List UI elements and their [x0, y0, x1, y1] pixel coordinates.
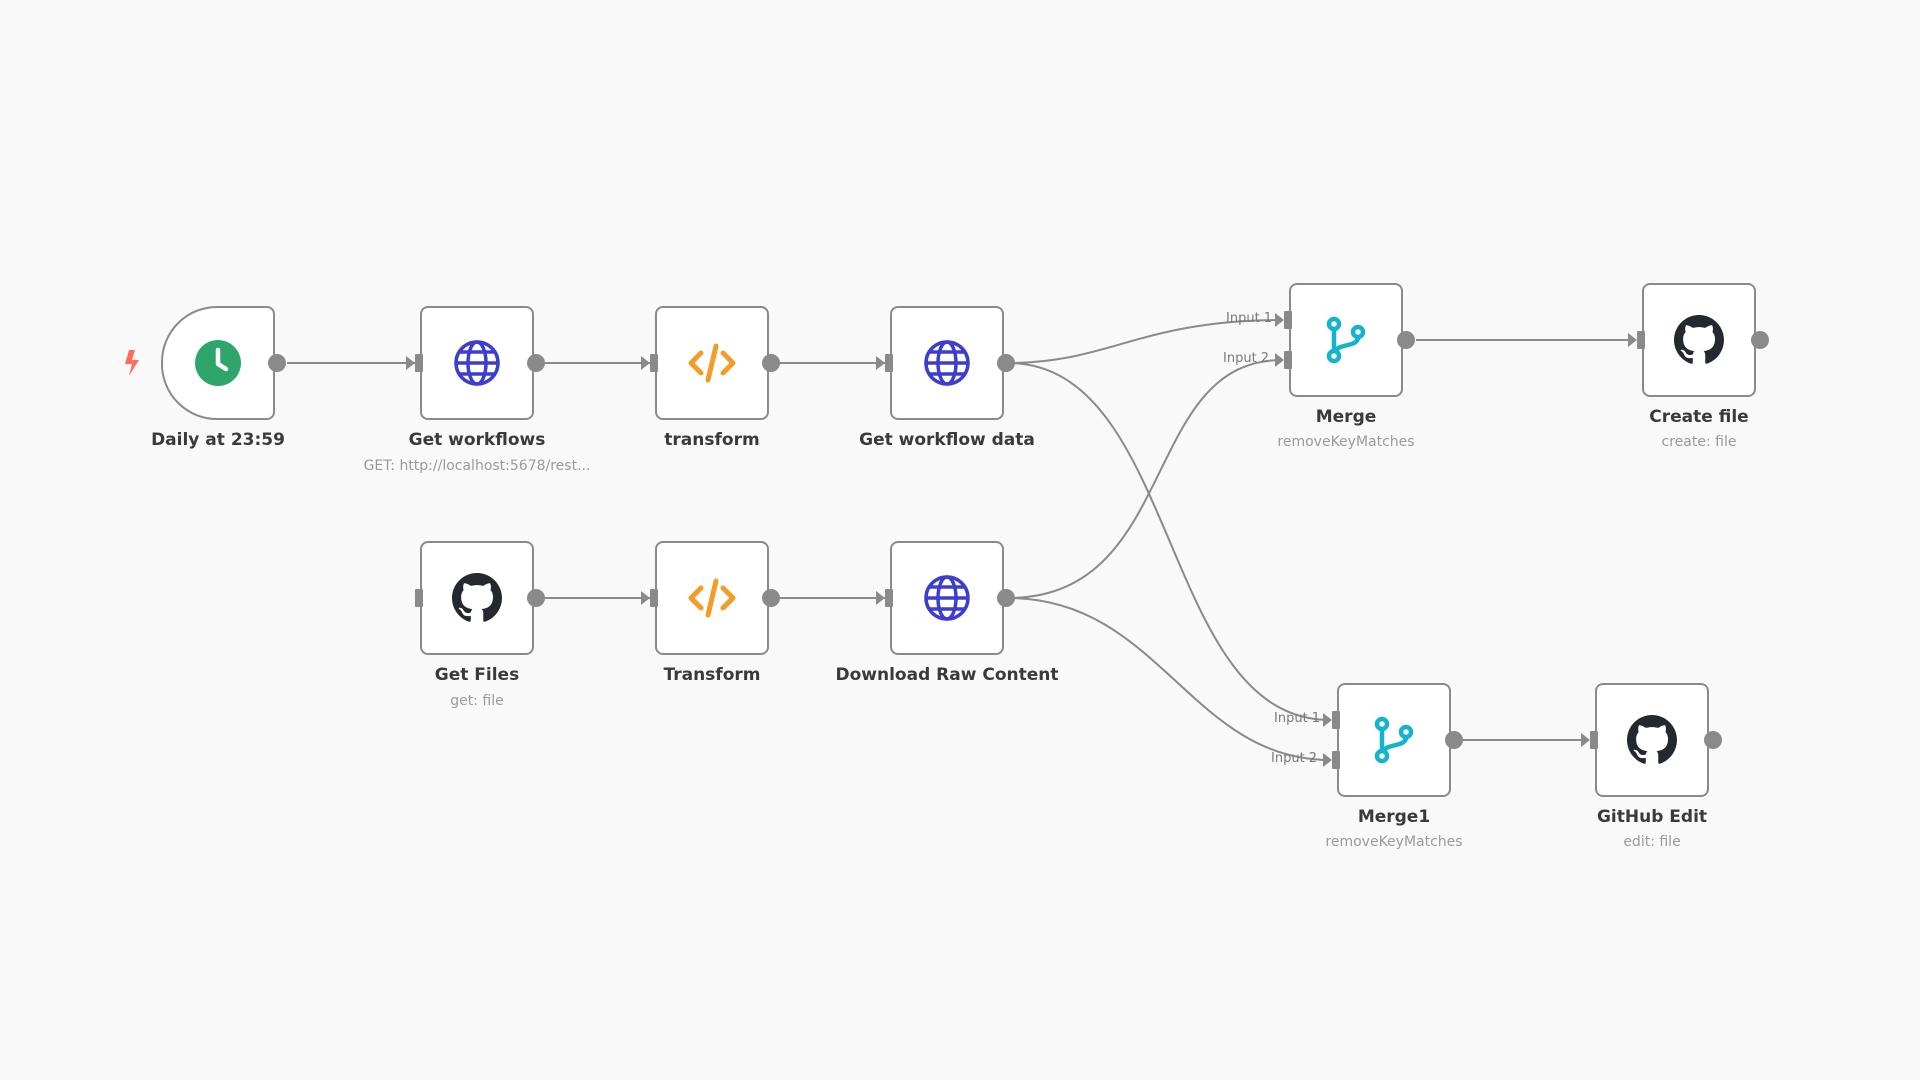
input-label-2: Input 2	[1223, 351, 1270, 366]
arrow-head	[1323, 713, 1332, 727]
node-github-edit[interactable]	[1595, 683, 1709, 797]
node-download-raw-content[interactable]	[890, 541, 1004, 655]
input-port-1[interactable]	[1332, 711, 1340, 729]
input-port[interactable]	[1637, 331, 1645, 349]
output-port[interactable]	[1751, 331, 1769, 349]
input-label-1: Input 1	[1274, 711, 1321, 726]
clock-icon	[195, 340, 241, 386]
edge-get-workflow-data-to-merge[interactable]	[1007, 319, 1283, 364]
node-daily-at-2359[interactable]	[161, 306, 275, 420]
node-subtitle-merge1: removeKeyMatches	[1325, 834, 1463, 850]
node-label-get-workflows: Get workflows	[408, 430, 546, 450]
input-label-2: Input 2	[1271, 751, 1318, 766]
output-port[interactable]	[762, 354, 780, 372]
code-icon	[688, 578, 736, 618]
arrow-head	[406, 356, 415, 370]
node-transform-upper[interactable]	[655, 541, 769, 655]
node-label-merge: Merge	[1315, 407, 1377, 427]
node-label-merge1: Merge1	[1357, 807, 1431, 827]
node-transform[interactable]	[655, 306, 769, 420]
output-port[interactable]	[762, 589, 780, 607]
input-port[interactable]	[885, 589, 893, 607]
output-port[interactable]	[997, 354, 1015, 372]
arrow-head	[876, 591, 885, 605]
output-port[interactable]	[527, 589, 545, 607]
globe-icon	[454, 340, 500, 386]
node-get-workflows[interactable]	[420, 306, 534, 420]
input-port[interactable]	[415, 354, 423, 372]
code-icon	[688, 343, 736, 383]
input-port-2[interactable]	[1332, 751, 1340, 769]
globe-icon	[924, 340, 970, 386]
node-label-transform-upper: Transform	[663, 665, 761, 685]
arrow-head	[1275, 313, 1284, 327]
input-port[interactable]	[1590, 731, 1598, 749]
node-merge1[interactable]	[1337, 683, 1451, 797]
github-icon	[452, 573, 502, 622]
input-port[interactable]	[885, 354, 893, 372]
node-label-download-raw-content: Download Raw Content	[835, 665, 1059, 685]
arrow-head	[1275, 353, 1284, 367]
node-subtitle-create-file: create: file	[1661, 434, 1737, 450]
arrow-head	[1628, 333, 1637, 347]
node-label-get-workflow-data: Get workflow data	[859, 430, 1035, 450]
node-subtitle-get-files: get: file	[450, 693, 504, 709]
node-subtitle-github-edit: edit: file	[1623, 834, 1681, 850]
input-port[interactable]	[650, 589, 658, 607]
output-port[interactable]	[1704, 731, 1722, 749]
output-port[interactable]	[527, 354, 545, 372]
node-subtitle-get-workflows: GET: http://localhost:5678/rest...	[363, 458, 591, 474]
merge-icon	[1326, 316, 1366, 364]
output-port[interactable]	[1397, 331, 1415, 349]
node-label-daily: Daily at 23:59	[151, 430, 285, 450]
github-icon	[1627, 715, 1677, 764]
input-port[interactable]	[415, 589, 423, 607]
arrow-head	[641, 591, 650, 605]
node-label-create-file: Create file	[1649, 407, 1749, 427]
edge-download-raw-to-merge1[interactable]	[1007, 597, 1331, 761]
edge-get-workflow-data-to-merge1[interactable]	[1007, 362, 1331, 721]
trigger-bolt-icon	[125, 350, 139, 376]
github-icon	[1674, 315, 1724, 364]
node-get-files[interactable]	[420, 541, 534, 655]
node-create-file[interactable]	[1642, 283, 1756, 397]
node-label-github-edit: GitHub Edit	[1596, 807, 1708, 827]
globe-icon	[924, 575, 970, 621]
arrow-head	[1581, 733, 1590, 747]
output-port[interactable]	[997, 589, 1015, 607]
node-get-workflow-data[interactable]	[890, 306, 1004, 420]
node-label-get-files: Get Files	[434, 665, 520, 685]
output-port[interactable]	[268, 354, 286, 372]
arrow-head	[876, 356, 885, 370]
input-port-2[interactable]	[1284, 351, 1292, 369]
node-subtitle-merge: removeKeyMatches	[1277, 434, 1415, 450]
input-port-1[interactable]	[1284, 311, 1292, 329]
merge-icon	[1374, 716, 1414, 764]
node-label-transform: transform	[664, 430, 760, 450]
input-label-1: Input 1	[1226, 311, 1273, 326]
output-port[interactable]	[1445, 731, 1463, 749]
arrow-head	[1323, 753, 1332, 767]
arrow-head	[641, 356, 650, 370]
node-merge[interactable]	[1289, 283, 1403, 397]
input-port[interactable]	[650, 354, 658, 372]
edge-download-raw-to-merge[interactable]	[1007, 359, 1283, 599]
